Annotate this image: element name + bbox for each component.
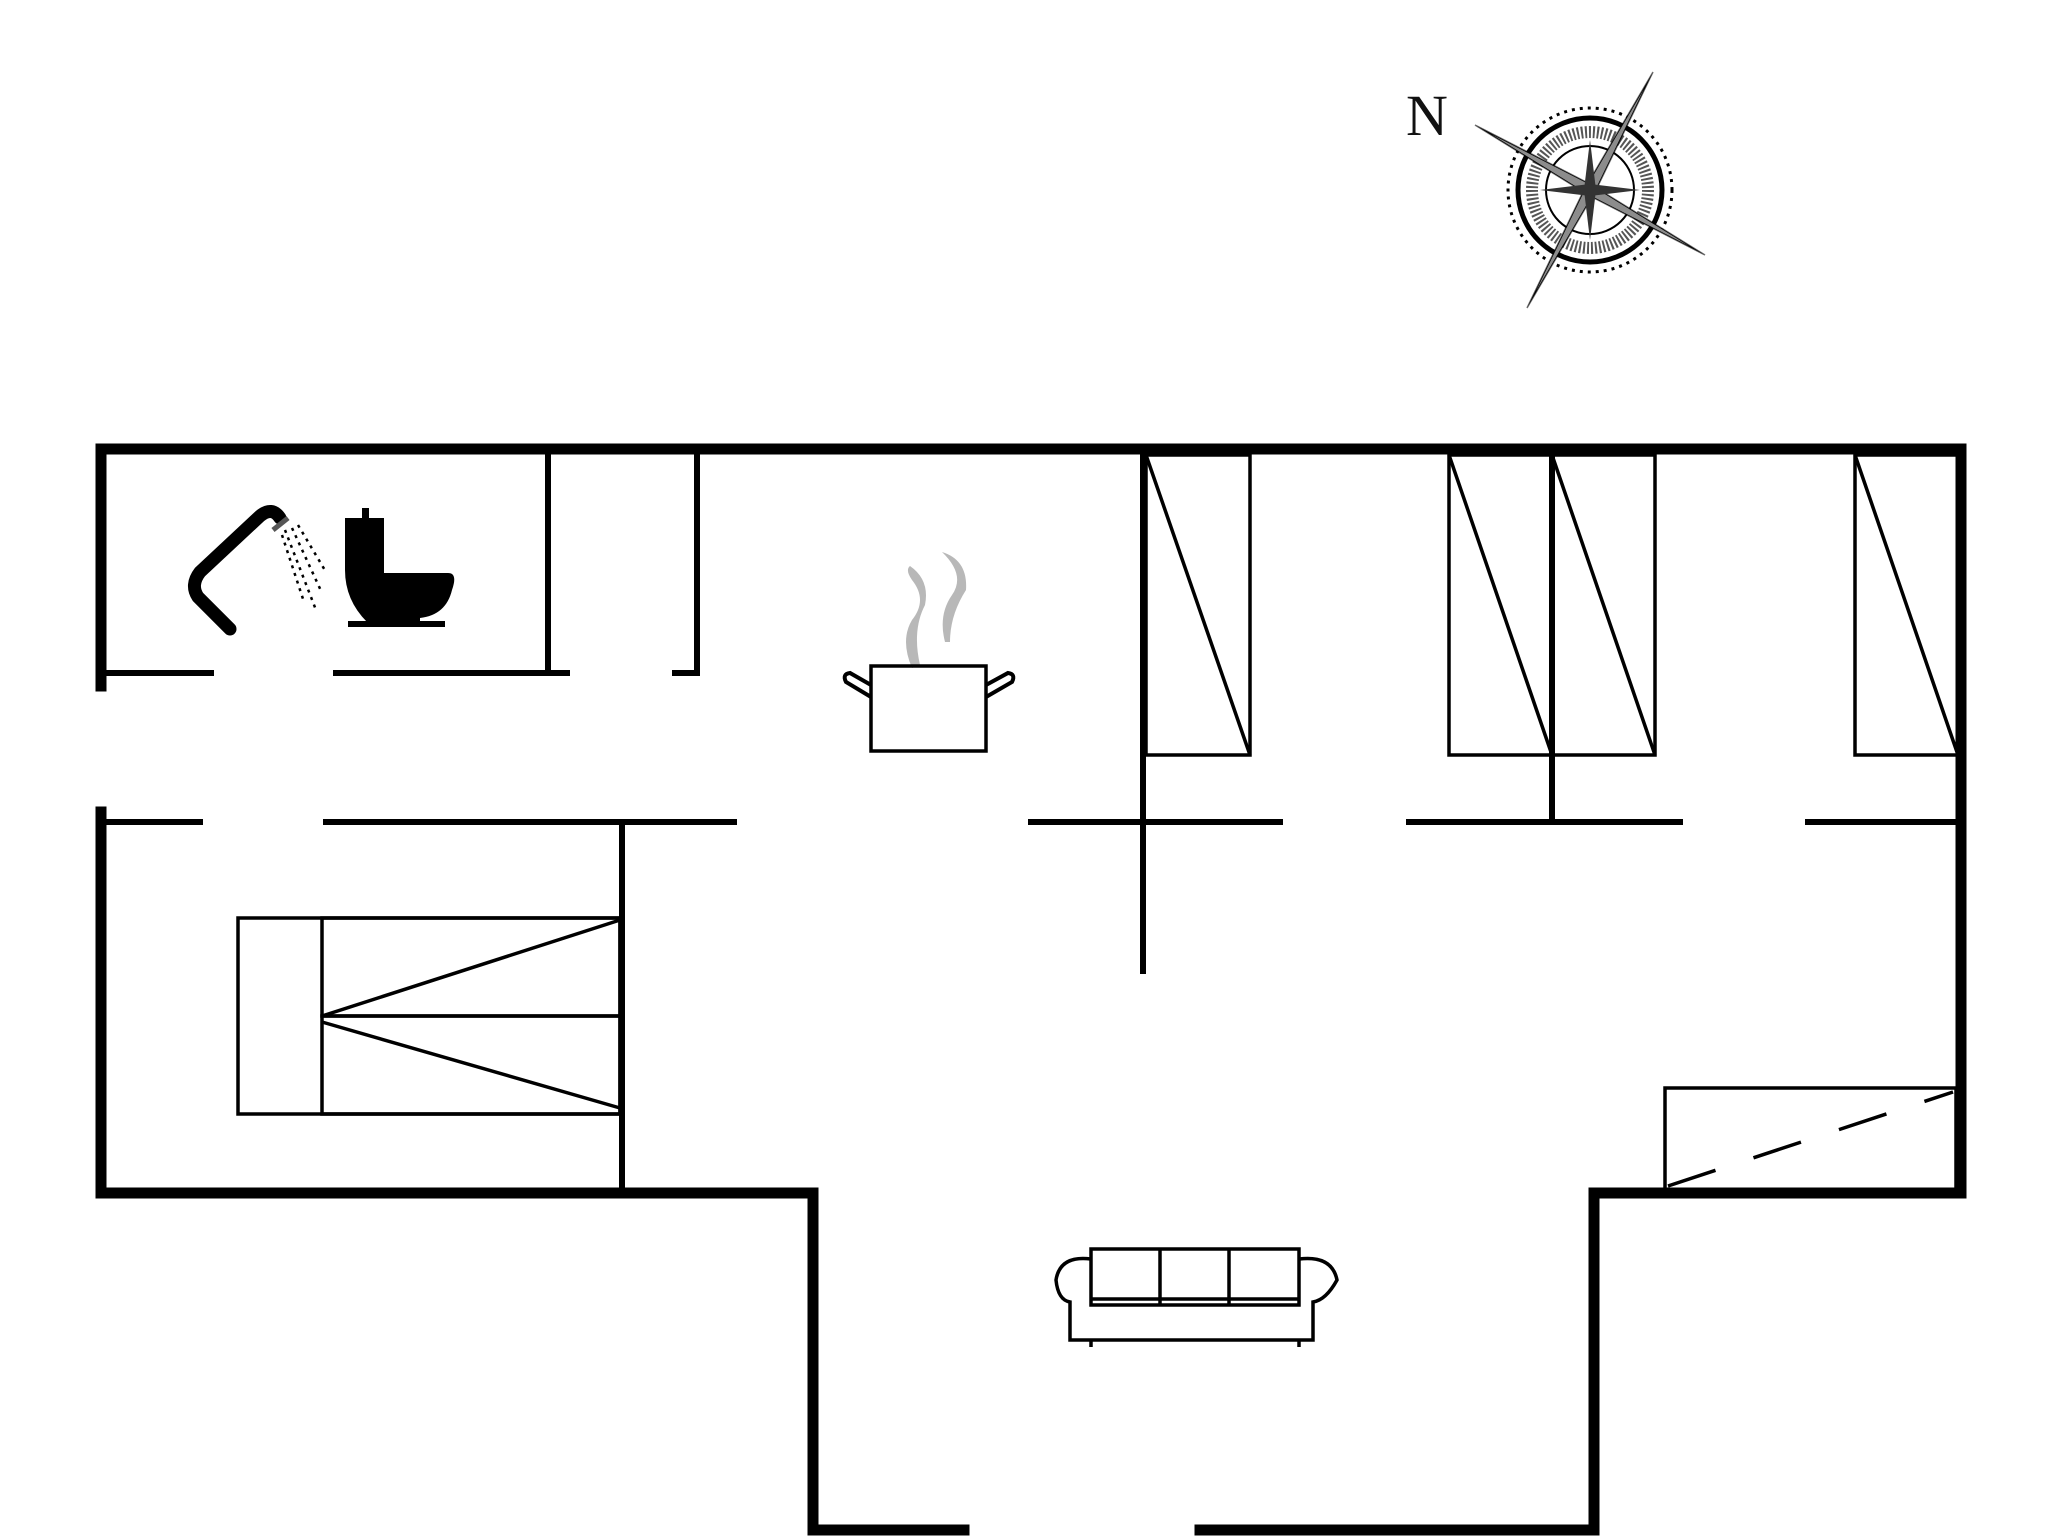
toilet-icon (345, 508, 455, 627)
outer-wall (95, 806, 970, 1536)
north-label: N (1406, 83, 1448, 148)
shower-icon (188, 505, 328, 636)
single-bed-icon (1447, 453, 1554, 757)
sofa-icon (1054, 1247, 1339, 1347)
window-glass-icon (1663, 1086, 1958, 1192)
outer-wall (95, 443, 1967, 1536)
single-bed-icon (1550, 453, 1657, 757)
single-bed-icon (1853, 453, 1960, 757)
cooking-pot-icon (842, 552, 1016, 753)
single-bed-icon (1144, 453, 1252, 757)
compass-rose-icon (1474, 71, 1706, 309)
bunk-bed-icon (236, 916, 622, 1116)
